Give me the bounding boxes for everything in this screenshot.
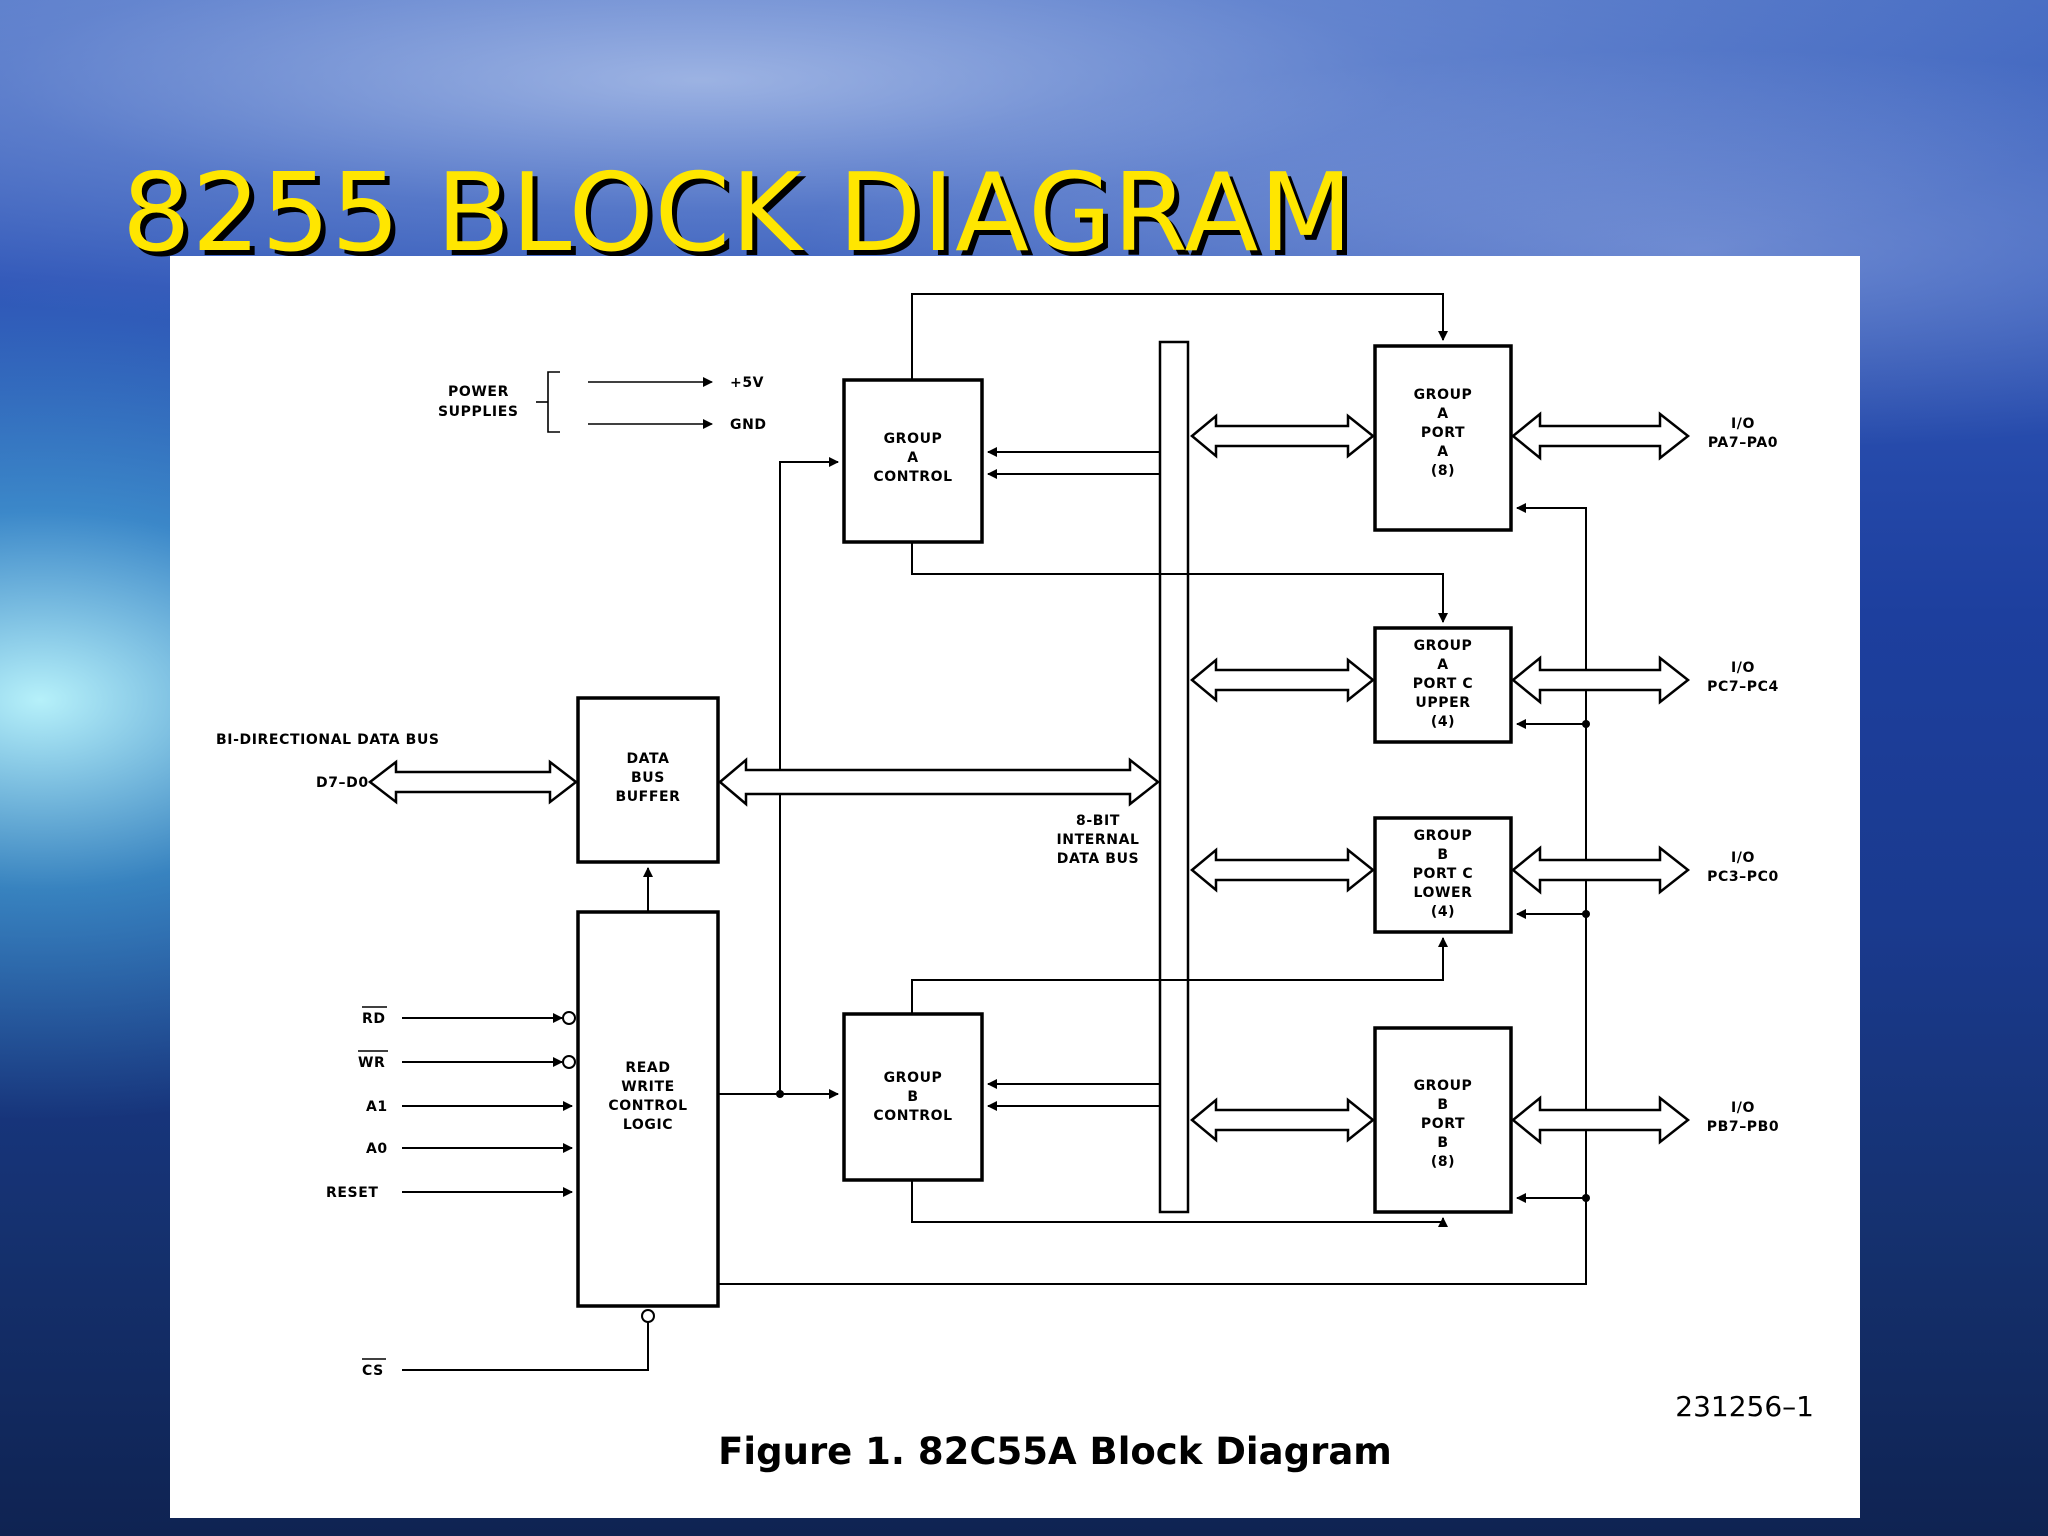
power-label-2: SUPPLIES xyxy=(438,404,519,420)
gnd-label: GND xyxy=(730,417,767,433)
group-b-control-text-1: GROUP xyxy=(884,1070,943,1086)
group-b-control-text-2: B xyxy=(907,1089,918,1105)
pb-text-4: B xyxy=(1437,1135,1448,1151)
pcu-text-1: GROUP xyxy=(1414,638,1473,654)
wr-label: WR xyxy=(358,1055,385,1071)
plus-5v-label: +5V xyxy=(730,375,764,391)
dbb-text-2: BUS xyxy=(631,770,665,786)
block-diagram-figure: POWER SUPPLIES +5V GND BI-DIRECTIONAL DA… xyxy=(170,256,1860,1518)
dbb-text-3: BUFFER xyxy=(615,789,680,805)
io-pcl-label-2: PC3–PC0 xyxy=(1707,869,1779,885)
io-pa-label-2: PA7–PA0 xyxy=(1708,435,1778,451)
pcu-text-2: A xyxy=(1437,657,1448,673)
rw-text-2: WRITE xyxy=(621,1079,675,1095)
cs-label: CS xyxy=(362,1363,384,1379)
internal-bus-label-2: INTERNAL xyxy=(1056,832,1139,848)
pcl-text-2: B xyxy=(1437,847,1448,863)
pcl-text-1: GROUP xyxy=(1414,828,1473,844)
slide-title: 8255 BLOCK DIAGRAM xyxy=(122,151,1354,276)
pa-text-2: A xyxy=(1437,406,1448,422)
rw-text-1: READ xyxy=(625,1060,670,1076)
port-a-block xyxy=(1373,344,1513,532)
io-pcu-label-2: PC7–PC4 xyxy=(1707,679,1779,695)
pb-text-3: PORT xyxy=(1421,1116,1465,1132)
io-pb-label-2: PB7–PB0 xyxy=(1707,1119,1780,1135)
pb-text-2: B xyxy=(1437,1097,1448,1113)
rw-text-4: LOGIC xyxy=(623,1117,673,1133)
block-diagram-svg: POWER SUPPLIES +5V GND BI-DIRECTIONAL DA… xyxy=(216,293,1814,1473)
pa-text-3: PORT xyxy=(1421,425,1465,441)
rw-text-3: CONTROL xyxy=(608,1098,687,1114)
data-bus-pins: D7–D0 xyxy=(316,775,369,791)
rd-label: RD xyxy=(362,1011,386,1027)
figure-caption: Figure 1. 82C55A Block Diagram xyxy=(718,1430,1392,1473)
reset-label: RESET xyxy=(326,1185,379,1201)
io-pb-label-1: I/O xyxy=(1731,1100,1755,1116)
io-pcl-label-1: I/O xyxy=(1731,850,1755,866)
dbb-text-1: DATA xyxy=(626,751,669,767)
pa-text-4: A xyxy=(1437,444,1448,460)
group-a-control-text-1: GROUP xyxy=(884,431,943,447)
io-pa-label-1: I/O xyxy=(1731,416,1755,432)
figure-number: 231256–1 xyxy=(1675,1390,1814,1423)
a1-label: A1 xyxy=(366,1099,388,1115)
group-b-control-text-3: CONTROL xyxy=(873,1108,952,1124)
a0-label: A0 xyxy=(366,1141,388,1157)
internal-bus-label-1: 8-BIT xyxy=(1076,813,1120,829)
pb-text-1: GROUP xyxy=(1414,1078,1473,1094)
pcl-text-5: (4) xyxy=(1431,904,1455,920)
pcl-text-4: LOWER xyxy=(1413,885,1472,901)
pb-text-5: (8) xyxy=(1431,1154,1455,1170)
pa-text-1: GROUP xyxy=(1414,387,1473,403)
internal-data-bus-bar xyxy=(1158,340,1190,1214)
port-c-lower-block xyxy=(1373,816,1513,934)
internal-bus-label-3: DATA BUS xyxy=(1057,851,1139,867)
io-pcu-label-1: I/O xyxy=(1731,660,1755,676)
data-bus-label: BI-DIRECTIONAL DATA BUS xyxy=(216,732,440,748)
data-bus-buffer-block xyxy=(576,696,720,864)
pcu-text-5: (4) xyxy=(1431,714,1455,730)
group-a-control-text-3: CONTROL xyxy=(873,469,952,485)
pcl-text-3: PORT C xyxy=(1413,866,1474,882)
group-a-control-text-2: A xyxy=(907,450,918,466)
power-label-1: POWER xyxy=(448,384,509,400)
pa-text-5: (8) xyxy=(1431,463,1455,479)
pcu-text-4: UPPER xyxy=(1415,695,1470,711)
pcu-text-3: PORT C xyxy=(1413,676,1474,692)
port-c-upper-block xyxy=(1373,626,1513,744)
